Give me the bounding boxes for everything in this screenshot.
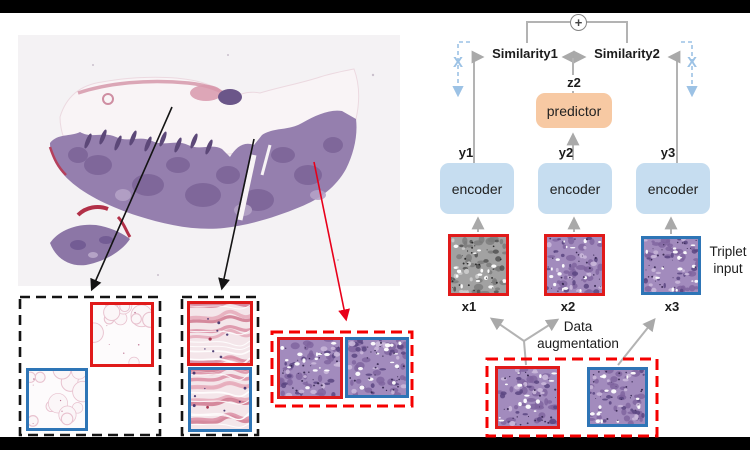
adipose-region-box	[18, 295, 162, 437]
patch-augmentation-source-red	[495, 366, 560, 429]
y1-label: y1	[458, 145, 474, 160]
encoder-box-2: encoder	[538, 163, 612, 214]
data-augmentation-label: Data augmentation	[537, 319, 619, 351]
tumor-region-box	[270, 330, 414, 408]
adipose-texture	[29, 371, 85, 428]
patch-augmentation-source-blue	[587, 367, 648, 427]
patch-x3	[641, 236, 701, 295]
stop-gradient-left-line	[452, 41, 470, 98]
tumor-gray-texture	[451, 237, 506, 293]
predictor-label: predictor	[546, 102, 602, 119]
sum-bracket-left	[526, 21, 570, 43]
line-y1-to-similarity1	[471, 50, 485, 163]
adipose-texture	[93, 305, 151, 364]
arrow-augmentation-to-x2	[523, 318, 560, 342]
triplet-input-label: Triplet input	[709, 244, 747, 276]
patch-adipose-blue	[26, 368, 88, 431]
patch-adipose-red	[90, 302, 154, 367]
collagen-texture	[191, 370, 249, 429]
encoder-label-1: encoder	[451, 180, 503, 197]
tumor-texture	[547, 237, 602, 293]
x1-label: x1	[461, 299, 477, 314]
augmentation-source-box	[485, 357, 659, 438]
stop-gradient-x-icon-right: X	[686, 54, 697, 71]
arrow-wsi-to-adipose-box	[90, 106, 173, 292]
x3-label: x3	[664, 299, 680, 314]
y2-label: y2	[558, 145, 574, 160]
z2-label: z2	[561, 75, 587, 91]
tumor-texture	[348, 340, 406, 395]
encoder-label-3: encoder	[647, 180, 699, 197]
x2-label: x2	[560, 299, 576, 314]
stop-gradient-right-line	[681, 41, 698, 98]
patch-stroma-red	[187, 301, 253, 366]
predictor-box: predictor	[536, 93, 612, 128]
line-augmentation-to-source	[523, 340, 527, 366]
arrow-wsi-to-tumor-box	[313, 161, 350, 322]
patch-tumor-red	[277, 337, 343, 399]
collagen-texture	[190, 304, 250, 363]
letterbox-bottom	[0, 437, 750, 450]
tumor-texture	[280, 340, 340, 396]
tumor-texture	[590, 370, 645, 424]
stop-gradient-x-icon-left: X	[452, 54, 463, 71]
encoder-label-2: encoder	[549, 180, 601, 197]
encoder-box-1: encoder	[440, 163, 514, 214]
stroma-region-box	[180, 295, 260, 437]
tumor-texture	[498, 369, 557, 426]
circle-plus-icon: +	[570, 14, 587, 31]
patch-tumor-blue	[345, 337, 409, 398]
tumor-texture	[644, 239, 698, 292]
wsi-panel	[18, 35, 400, 286]
patch-x2	[544, 234, 605, 296]
sum-bracket-right	[586, 21, 628, 43]
similarity2-label: Similarity2	[594, 46, 660, 61]
arrow-augmentation-to-x1	[489, 317, 525, 342]
wsi-tissue-svg	[48, 54, 375, 276]
y3-label: y3	[660, 145, 676, 160]
patch-x1	[448, 234, 509, 296]
arrow-wsi-to-stroma-box	[218, 138, 255, 291]
letterbox-top	[0, 0, 750, 13]
line-y3-to-similarity2	[667, 50, 681, 163]
patch-stroma-blue	[188, 367, 252, 432]
similarity1-label: Similarity1	[492, 46, 558, 61]
encoder-box-3: encoder	[636, 163, 710, 214]
